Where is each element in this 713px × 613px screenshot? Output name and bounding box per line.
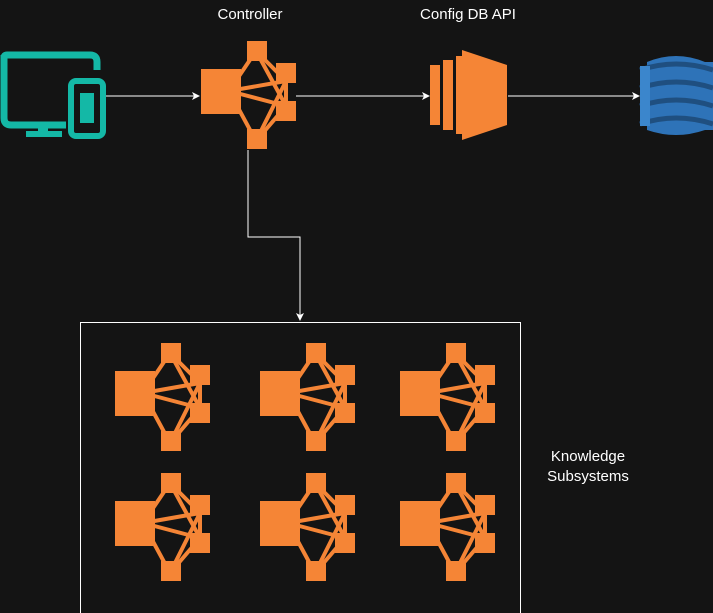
knowledge-subsystem-1-icon[interactable]	[113, 341, 212, 453]
config-db-api-label: Config DB API	[420, 6, 516, 23]
controller-label: Controller	[217, 6, 283, 23]
database-dynamodb-icon[interactable]	[639, 56, 713, 135]
config-db-api-ec2-icon[interactable]	[430, 50, 507, 140]
knowledge-subsystem-6-icon[interactable]	[398, 471, 497, 583]
knowledge-subsystem-5-icon[interactable]	[258, 471, 357, 583]
controller-step-functions-icon[interactable]	[199, 39, 298, 151]
knowledge-subsystem-3-icon[interactable]	[398, 341, 497, 453]
knowledge-subsystems-container	[80, 322, 521, 613]
edge-controller-to-knowledge-subsystems	[247, 150, 304, 321]
knowledge-subsystems-label: Knowledge Subsystems	[547, 448, 629, 485]
client-desktop-mobile-icon	[0, 51, 106, 139]
knowledge-subsystem-2-icon[interactable]	[258, 341, 357, 453]
knowledge-subsystem-4-icon[interactable]	[113, 471, 212, 583]
